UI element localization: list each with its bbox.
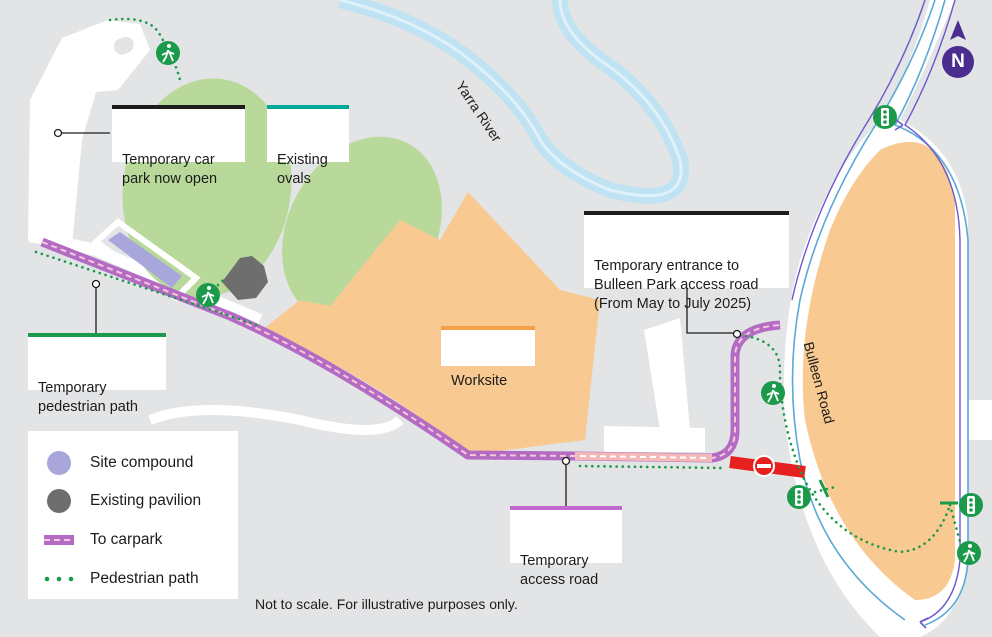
north-arrow-circle [942, 46, 974, 78]
legend-existing-pavilion: Existing pavilion [42, 489, 201, 513]
traffic-light-icon [787, 485, 811, 509]
traffic-light-icon [959, 493, 983, 517]
callout-entrance: Temporary entrance to Bulleen Park acces… [584, 211, 789, 312]
road-line-purple-2 [904, 0, 961, 623]
legend-site-compound-label: Site compound [90, 454, 194, 471]
pavilion-swatch [47, 489, 71, 513]
road-arrow-2 [919, 617, 929, 629]
worksite-area [262, 192, 600, 455]
site-compound [108, 232, 182, 288]
callout-worksite-text: Worksite [451, 373, 508, 389]
road-line-blue-2 [893, 0, 969, 626]
pedestrian-icon [156, 41, 180, 65]
callout-ovals: Existing ovals [267, 105, 349, 187]
carpark-area [28, 20, 150, 246]
white-lot-1 [644, 318, 690, 430]
legend-to-carpark: To carpark [42, 528, 162, 552]
lower-road-curve [148, 405, 404, 435]
pedestrian-icon [957, 541, 981, 565]
pedestrian-icon [196, 283, 220, 307]
legend-pedestrian-path-label: Pedestrian path [90, 570, 199, 587]
carpark-loop [108, 31, 140, 62]
pedestrian-icon [761, 381, 785, 405]
callout-endpoints [53, 128, 742, 466]
yarra-river-edge [339, 0, 683, 198]
white-lot-2 [604, 426, 705, 452]
callout-car-park-text: Temporary car park now open [122, 152, 218, 187]
access-road-faded-dash [579, 455, 711, 459]
pedestrian-paths [34, 17, 967, 562]
road-line-purple-1 [791, 0, 926, 301]
legend-existing-pavilion-label: Existing pavilion [90, 492, 202, 509]
callout-access-road: Temporary access road [510, 506, 622, 588]
callout-ovals-text: Existing ovals [277, 152, 328, 187]
callout-access-road-text: Temporary access road [520, 553, 599, 588]
side-road [968, 400, 992, 440]
north-arrow-pointer [950, 20, 966, 40]
legend-pedestrian-path: Pedestrian path [42, 567, 199, 591]
legend-to-carpark-label: To carpark [90, 531, 163, 548]
callout-pedestrian-path-text: Temporary pedestrian path [38, 380, 138, 415]
no-entry-bar [757, 464, 771, 468]
callout-car-park: Temporary car park now open [112, 105, 245, 187]
legend: Site compound Existing pavilion To carpa… [28, 431, 238, 599]
north-label: N [951, 51, 965, 72]
callout-pedestrian-path: Temporary pedestrian path [28, 333, 166, 415]
legend-site-compound: Site compound [42, 451, 193, 475]
callout-worksite: Worksite [441, 326, 535, 389]
site-compound-border [91, 218, 201, 302]
pedestrian-swatch [44, 576, 74, 582]
footnote: Not to scale. For illustrative purposes … [255, 596, 518, 612]
traffic-light-icon [873, 105, 897, 129]
east-precinct [802, 141, 955, 600]
callout-entrance-text: Temporary entrance to Bulleen Park acces… [594, 258, 759, 312]
site-compound-swatch [47, 451, 71, 475]
road-line-blue-1 [791, 0, 936, 621]
callout-pointers [60, 132, 737, 510]
crossing-marker-1 [818, 479, 830, 498]
existing-pavilion [222, 256, 268, 300]
north-arrow: N [940, 18, 976, 80]
